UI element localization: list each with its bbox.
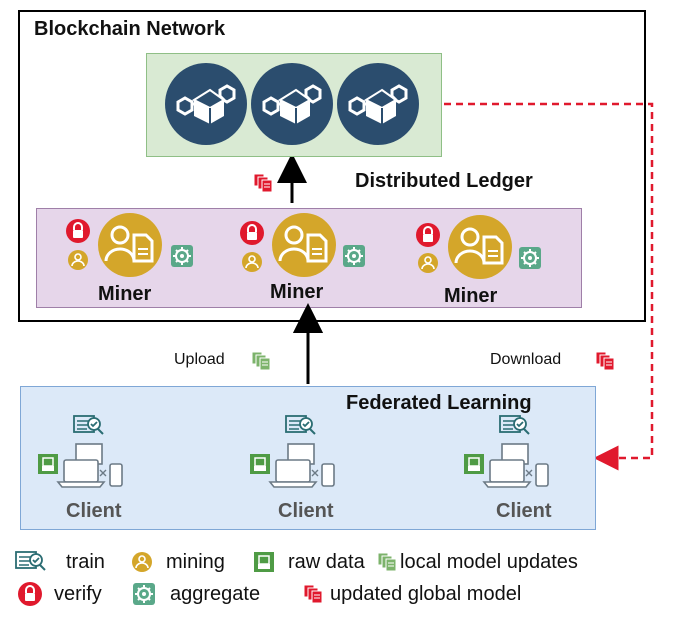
client-label: Client bbox=[496, 500, 552, 522]
blockchain-network-title: Blockchain Network bbox=[34, 18, 226, 40]
download-label: Download bbox=[490, 351, 562, 368]
global-model-icon bbox=[303, 584, 323, 604]
miner-label: Miner bbox=[98, 283, 152, 305]
local-updates-icon bbox=[377, 552, 397, 572]
download-dashed-arrow bbox=[444, 102, 654, 471]
global-model-icon bbox=[595, 351, 615, 371]
distributed-ledger-label: Distributed Ledger bbox=[355, 170, 533, 192]
legend-raw-data: raw data bbox=[288, 551, 365, 573]
local-updates-icon bbox=[251, 351, 271, 371]
legend-train: train bbox=[66, 551, 105, 573]
upload-label: Upload bbox=[174, 351, 225, 368]
legend-verify: verify bbox=[54, 583, 102, 605]
distributed-ledger-box bbox=[146, 53, 442, 157]
miner-label: Miner bbox=[270, 281, 324, 303]
client-label: Client bbox=[278, 500, 334, 522]
train-icon bbox=[15, 551, 46, 571]
miner-label: Miner bbox=[444, 285, 498, 307]
verify-icon bbox=[17, 581, 43, 607]
legend-aggregate: aggregate bbox=[170, 583, 261, 605]
legend-mining: mining bbox=[166, 551, 225, 573]
legend-local-updates: local model updates bbox=[400, 551, 578, 573]
blockchain-network-frame bbox=[18, 10, 646, 322]
federated-learning-title: Federated Learning bbox=[346, 392, 532, 414]
legend-global-model: updated global model bbox=[330, 583, 522, 605]
client-label: Client bbox=[66, 500, 122, 522]
mining-icon bbox=[131, 551, 153, 573]
raw-data-icon bbox=[253, 551, 275, 573]
aggregate-icon bbox=[132, 582, 156, 606]
